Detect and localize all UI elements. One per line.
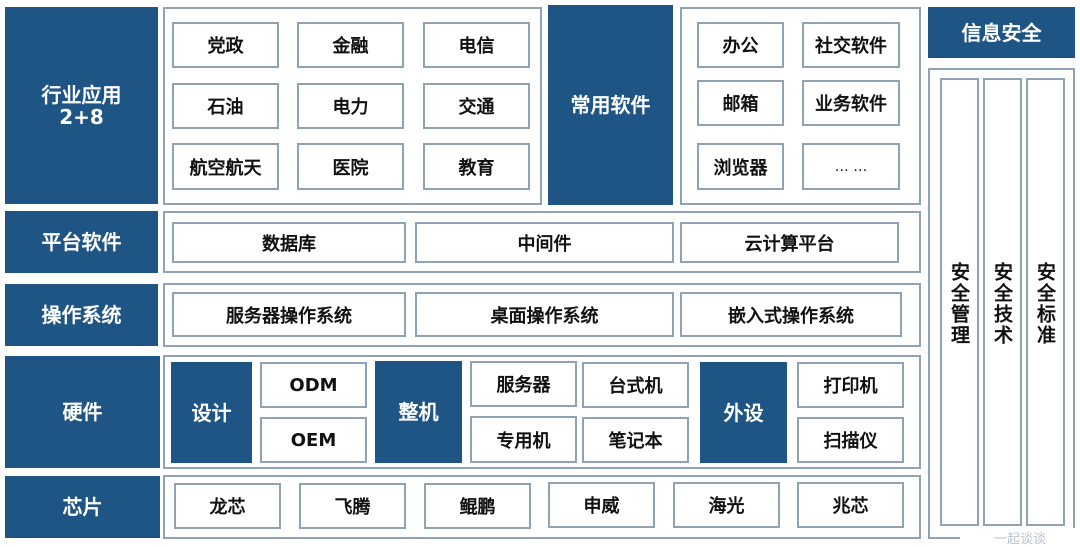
hardware-machine-item: 台式机 — [582, 362, 689, 408]
software-item: 办公 — [697, 22, 784, 68]
security-column-management: 安全管理 — [940, 78, 979, 526]
chip-item: 海光 — [673, 482, 780, 528]
chip-item: 鲲鹏 — [424, 483, 531, 529]
industry-item: 交通 — [423, 83, 530, 129]
industry-item: 医院 — [297, 143, 404, 190]
software-item: … … — [802, 143, 900, 190]
industry-item: 电信 — [423, 22, 530, 68]
os-item: 嵌入式操作系统 — [680, 292, 902, 337]
platform-item: 数据库 — [172, 222, 406, 263]
software-item: 业务软件 — [802, 80, 900, 126]
watermark-text: 一起谈谈 — [993, 532, 1046, 547]
industry-item: 教育 — [423, 143, 530, 190]
layer-label-os: 操作系统 — [5, 284, 158, 346]
security-column-label: 安全标准 — [1034, 262, 1056, 346]
industry-label-line1: 行业应用 — [41, 82, 122, 107]
layer-label-industry: 行业应用 2+8 — [5, 7, 158, 204]
layer-label-chip: 芯片 — [5, 476, 160, 538]
hardware-design-item: ODM — [260, 362, 367, 408]
software-item: 浏览器 — [697, 143, 784, 190]
hardware-peripheral-item: 打印机 — [797, 362, 904, 408]
industry-item: 航空航天 — [172, 143, 279, 190]
industry-item: 党政 — [172, 22, 279, 68]
security-header: 信息安全 — [928, 7, 1075, 58]
chip-panel — [163, 475, 921, 539]
chip-item: 飞腾 — [299, 483, 406, 529]
common-software-label: 常用软件 — [548, 5, 673, 205]
industry-item: 电力 — [297, 83, 404, 129]
industry-label-line2: 2+8 — [59, 104, 104, 129]
security-column-label: 安全管理 — [948, 262, 970, 346]
software-item: 社交软件 — [802, 22, 900, 68]
security-column-label: 安全技术 — [991, 262, 1013, 346]
os-item: 桌面操作系统 — [415, 292, 674, 337]
platform-item: 云计算平台 — [680, 222, 899, 263]
layer-label-platform: 平台软件 — [5, 211, 158, 273]
hardware-machine-item: 专用机 — [470, 416, 577, 463]
chip-item: 龙芯 — [174, 483, 281, 529]
software-item: 邮箱 — [697, 80, 784, 126]
hardware-design-label: 设计 — [171, 362, 252, 463]
hardware-machine-item: 服务器 — [470, 361, 577, 407]
hardware-peripheral-label: 外设 — [700, 362, 787, 463]
chip-item: 申威 — [548, 482, 655, 528]
hardware-machine-label: 整机 — [375, 361, 462, 463]
watermark: 一起谈谈 — [960, 528, 1080, 547]
chip-item: 兆芯 — [797, 482, 904, 528]
industry-item: 石油 — [172, 83, 279, 129]
hardware-design-item: OEM — [260, 417, 367, 463]
industry-item: 金融 — [297, 22, 404, 68]
platform-item: 中间件 — [415, 222, 674, 263]
hardware-peripheral-item: 扫描仪 — [797, 417, 904, 463]
security-column-standard: 安全标准 — [1026, 78, 1065, 526]
hardware-machine-item: 笔记本 — [582, 417, 689, 463]
security-column-technology: 安全技术 — [983, 78, 1022, 526]
os-item: 服务器操作系统 — [172, 292, 406, 337]
layer-label-hardware: 硬件 — [5, 356, 160, 468]
